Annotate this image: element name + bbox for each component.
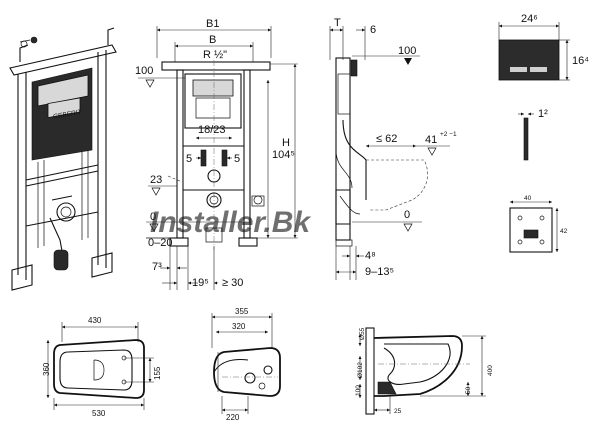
dim-ge-30: ≥ 30 <box>222 277 243 289</box>
dim-25: 25 <box>394 408 402 415</box>
dim-400: 400 <box>487 365 494 376</box>
dim-b: B <box>209 34 216 46</box>
svg-text:GEBERIT: GEBERIT <box>53 109 82 121</box>
dim-42: 42 <box>560 228 568 235</box>
watermark: Installer.Bk <box>150 206 311 239</box>
dim-16-4: 16⁴ <box>572 55 589 67</box>
dim-1-2: 1² <box>538 108 548 120</box>
actuator-plate: 24⁶ 16⁴ 1² 40 42 <box>498 13 589 253</box>
dim-d55: Ø55 <box>359 327 366 340</box>
level-100: 100 <box>135 65 153 77</box>
dim-7-3: 7³ <box>152 261 162 273</box>
dim-100: 100 <box>355 385 362 396</box>
dim-41-tolerance: +2 −1 <box>440 131 457 138</box>
dim-18-23: 18/23 <box>198 124 226 136</box>
level-23: 23 <box>150 174 162 186</box>
dim-360: 360 <box>42 362 51 376</box>
dim-r-half-inch: R ½" <box>203 49 227 61</box>
dim-355: 355 <box>235 307 249 316</box>
side-section: T 6 100 ≤ 62 41 +2 −1 0 <box>329 17 457 280</box>
dim-t: T <box>334 17 341 29</box>
side-level-0: 0 <box>404 209 410 221</box>
dim-50: 50 <box>465 386 472 394</box>
dim-430: 430 <box>88 316 102 325</box>
dim-24-6: 24⁶ <box>521 13 538 25</box>
dim-41: 41 <box>425 134 437 146</box>
dim-155: 155 <box>153 366 162 380</box>
dim-530: 530 <box>92 409 106 418</box>
dim-4-8: 4⁸ <box>365 250 376 262</box>
dim-40: 40 <box>524 195 532 202</box>
dim-d102: Ø102 <box>357 362 364 378</box>
dim-le-62: ≤ 62 <box>376 133 397 145</box>
dim-0-20: 0–20 <box>148 237 172 249</box>
dim-19-5: 19⁵ <box>192 277 209 289</box>
side-level-100: 100 <box>398 45 416 57</box>
dim-5-left: 5 <box>186 153 192 165</box>
level-0: 0 <box>150 211 156 223</box>
dim-b1: B1 <box>206 18 219 30</box>
dim-320: 320 <box>232 322 246 331</box>
isometric-installation-frame: GEBERIT <box>9 27 117 291</box>
front-elevation: B1 B R ½" 100 18/23 5 5 <box>135 18 298 290</box>
flush-plate <box>498 39 560 81</box>
dim-5-right: 5 <box>234 153 240 165</box>
bowl-underside-view: 355 320 220 <box>211 307 281 422</box>
dim-220: 220 <box>226 413 240 422</box>
bowl-top-view: 430 360 155 530 <box>42 316 162 418</box>
bowl-side-section: Ø55 Ø102 100 50 400 25 <box>355 327 494 415</box>
dim-104-5: 104⁵ <box>272 149 295 161</box>
dim-6: 6 <box>370 24 376 36</box>
dim-h: H <box>282 137 290 149</box>
dim-9-13-5: 9–13⁵ <box>365 266 394 278</box>
